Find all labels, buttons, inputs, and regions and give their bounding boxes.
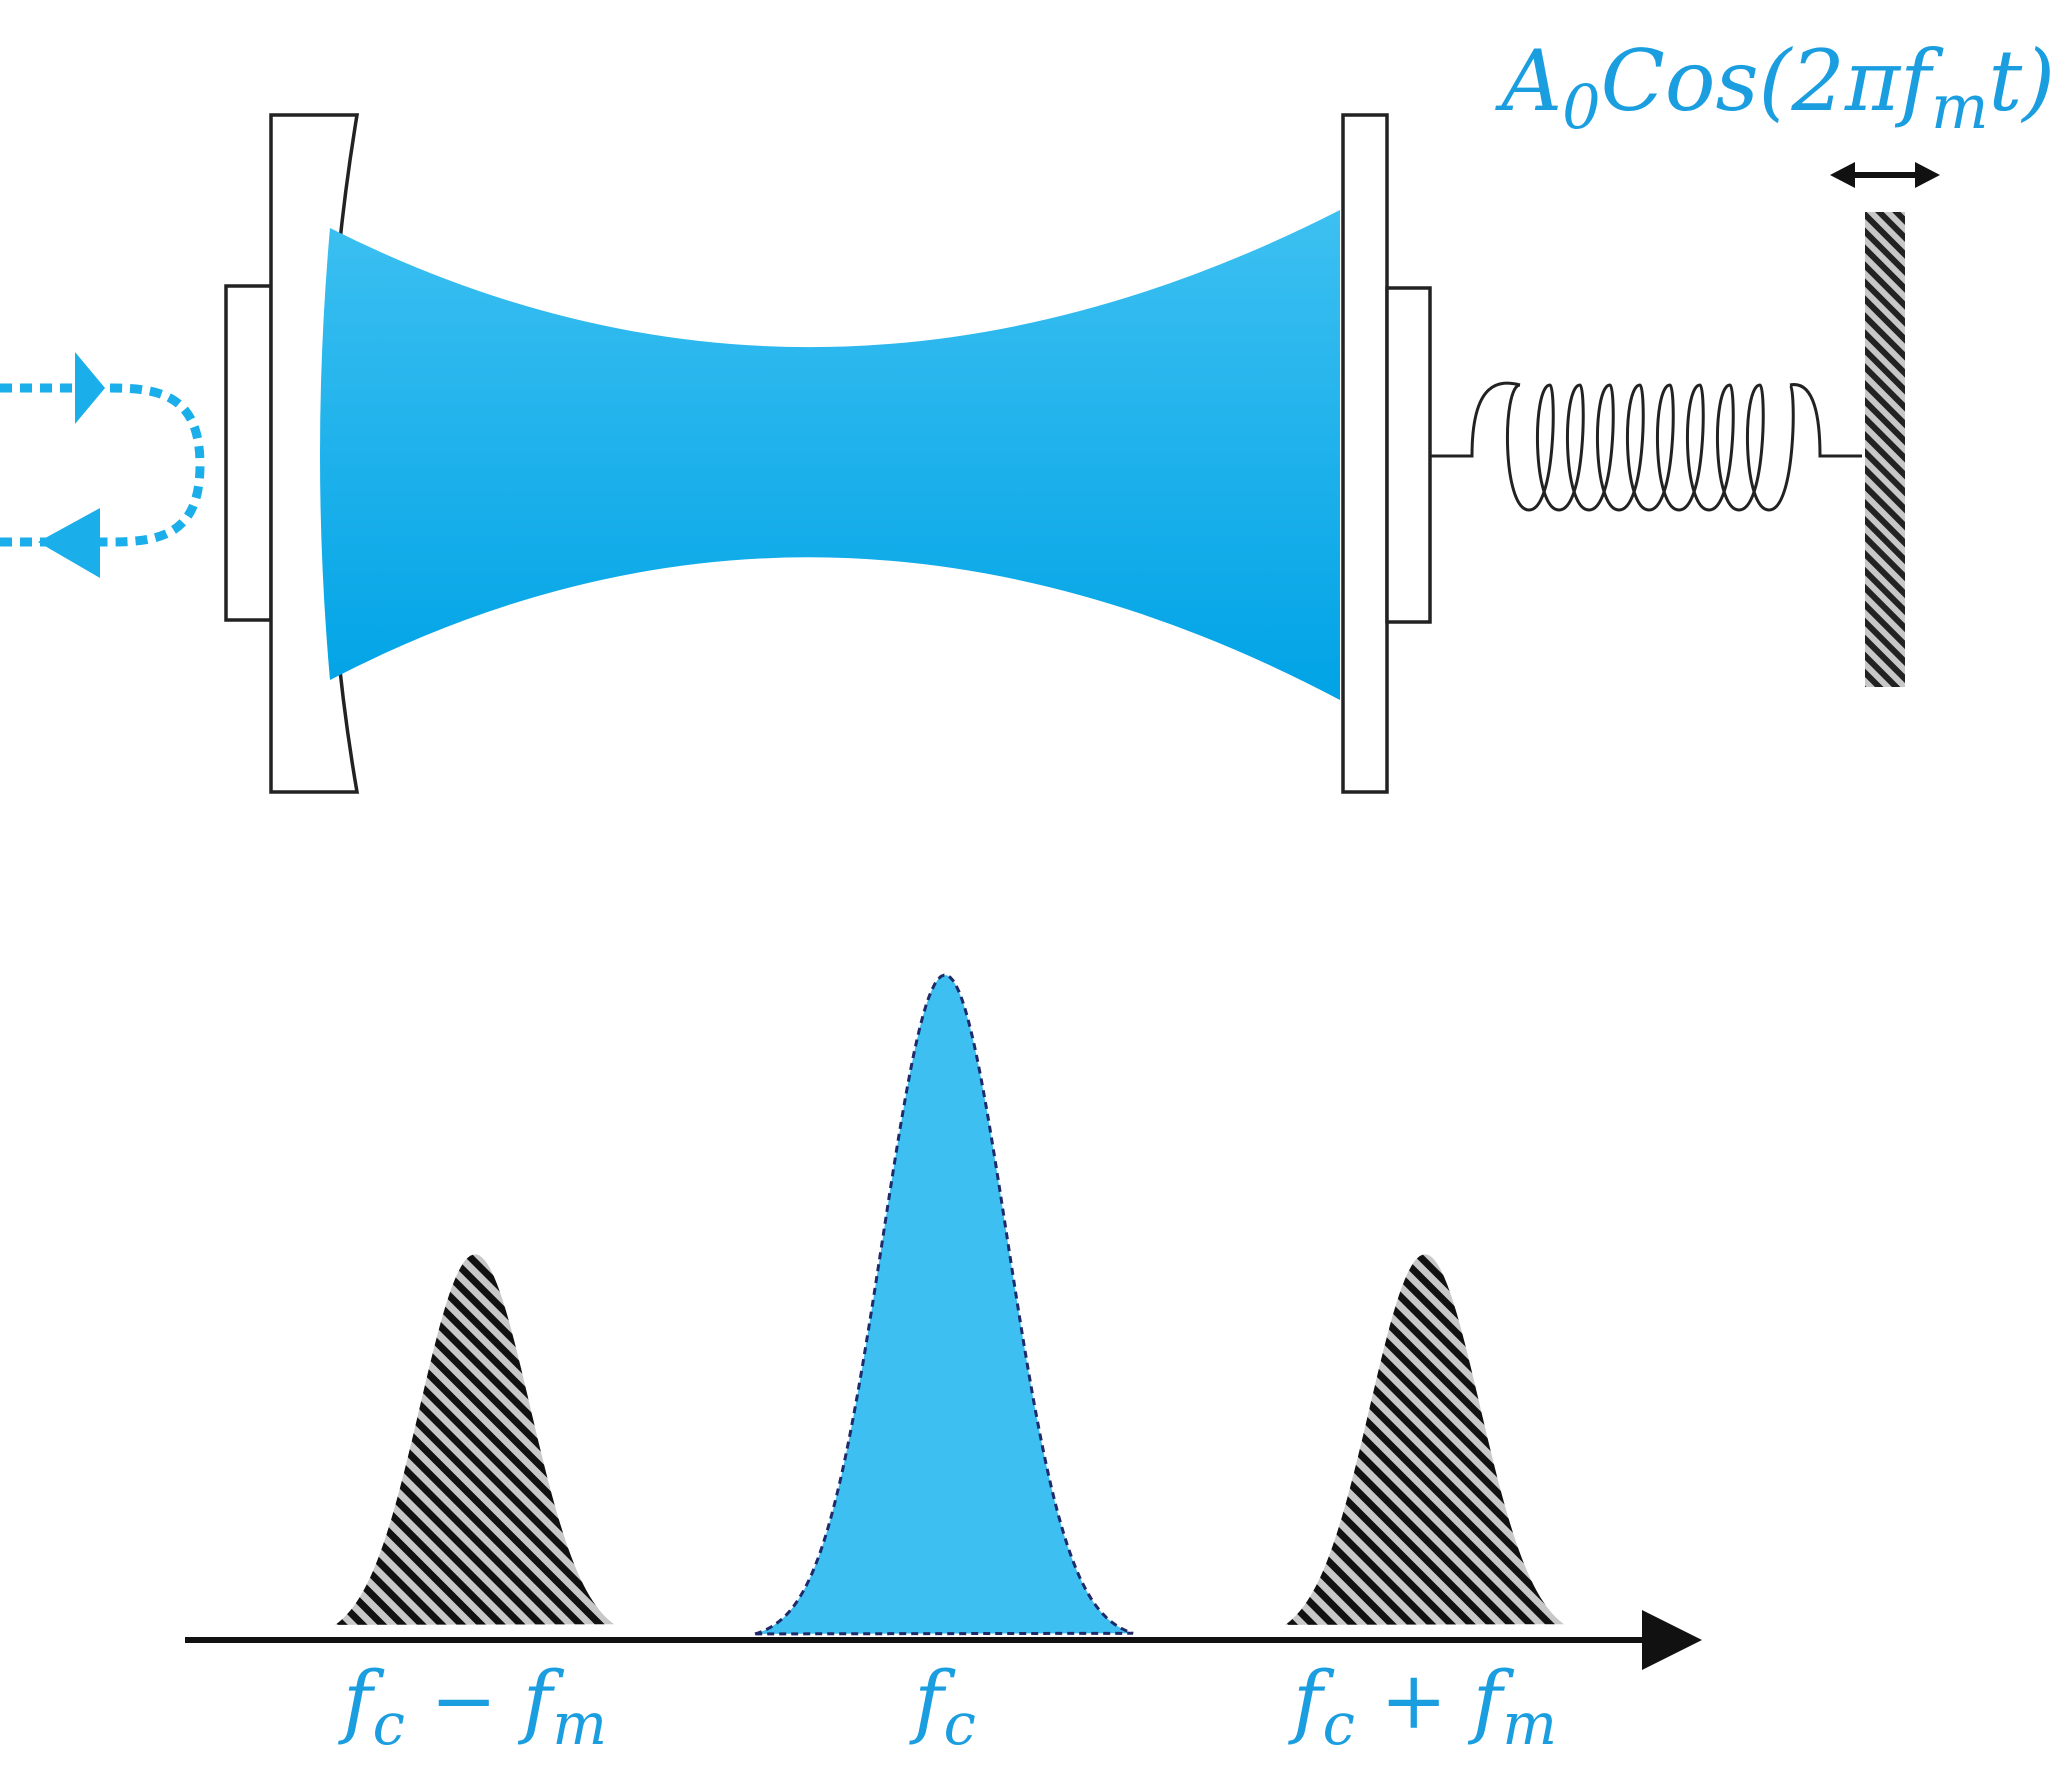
carrier-peak [754, 973, 1134, 1636]
output-arrow-icon [38, 508, 100, 578]
modulation-label: A0Cos(2πfmt) [1495, 32, 2056, 143]
lower-sideband-peak [335, 1254, 614, 1625]
upper-sideband-label: fc + fm [1288, 1654, 1557, 1758]
spring-icon [1430, 381, 1862, 512]
upper-sideband-peak [1285, 1254, 1564, 1625]
flat-mirror-icon [1341, 113, 1432, 794]
lower-sideband-label: fc − fm [338, 1654, 607, 1758]
spring-coils [1505, 383, 1795, 512]
cavity-beam [320, 210, 1340, 700]
input-arrow-icon [75, 352, 105, 424]
double-arrow-icon [1830, 162, 1940, 188]
carrier-label: fc [909, 1654, 976, 1758]
peak-labels: fc − fm fc fc + fm [338, 1654, 1557, 1758]
spectrum [335, 973, 1564, 1636]
vibrating-wall-icon [1865, 212, 1905, 687]
input-output-beam-icon [0, 352, 205, 578]
